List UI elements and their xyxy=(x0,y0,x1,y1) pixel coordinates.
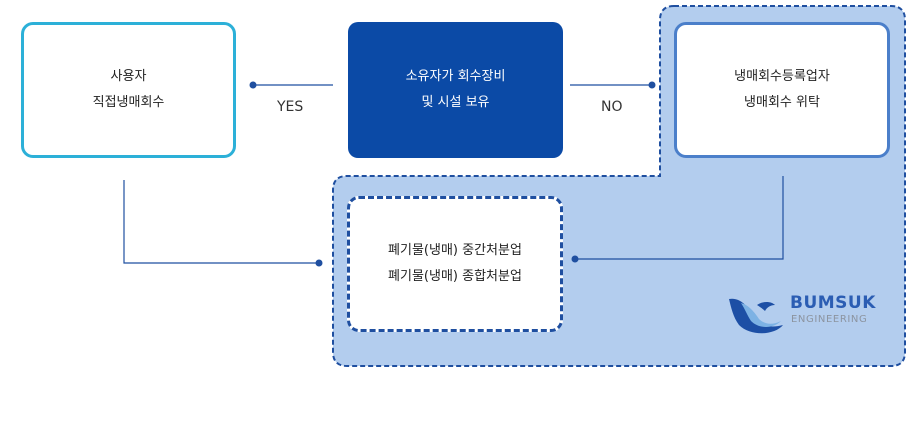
no-connector-dot xyxy=(648,81,656,89)
registered-recovery-contractor-node: 냉매회수등록업자 냉매회수 위탁 xyxy=(674,22,890,158)
registered-to-waste-connector xyxy=(575,176,784,260)
yes-label: YES xyxy=(277,99,304,115)
owner-equipment-node: 소유자가 회수장비 및 시설 보유 xyxy=(348,22,563,158)
waste-node-line1: 폐기물(냉매) 중간처분업 xyxy=(388,243,522,258)
logo-name: BUMSUK xyxy=(790,293,876,313)
owner-node-line1: 소유자가 회수장비 xyxy=(405,69,506,84)
bumsuk-logo: BUMSUK ENGINEERING xyxy=(727,291,887,336)
user-node-line2: 직접냉매회수 xyxy=(92,95,165,110)
yes-connector-dot xyxy=(249,81,257,89)
registered-node-line1: 냉매회수등록업자 xyxy=(734,69,830,84)
bird-wave-icon xyxy=(729,298,783,334)
waste-node-line2: 폐기물(냉매) 종합처분업 xyxy=(388,269,522,284)
waste-disposal-node: 폐기물(냉매) 중간처분업 폐기물(냉매) 종합처분업 xyxy=(347,196,563,332)
logo-subtitle: ENGINEERING xyxy=(791,314,868,325)
user-to-waste-dot xyxy=(315,259,323,267)
registered-to-waste-dot xyxy=(571,255,579,263)
user-direct-recovery-node: 사용자 직접냉매회수 xyxy=(21,22,236,158)
user-to-waste-connector xyxy=(123,180,319,264)
owner-node-line2: 및 시설 보유 xyxy=(421,95,490,110)
user-node-line1: 사용자 xyxy=(110,69,147,84)
no-label: NO xyxy=(601,99,623,115)
registered-node-line2: 냉매회수 위탁 xyxy=(744,95,820,110)
